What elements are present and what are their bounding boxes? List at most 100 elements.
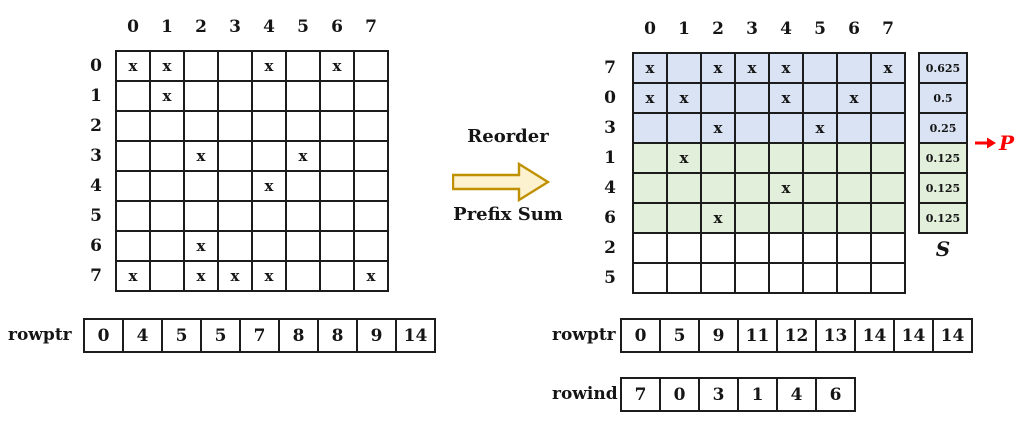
right-matrix-cell	[736, 114, 768, 142]
left-matrix-cell	[219, 52, 251, 80]
reorder-label: Reorder	[467, 126, 549, 147]
right-matrix-cell	[702, 234, 734, 262]
right-matrix-cell	[872, 144, 904, 172]
left-matrix-cell	[355, 232, 387, 260]
left-row-label: 5	[90, 206, 102, 226]
right-matrix-cell	[804, 204, 836, 232]
s-value-cell: 0.625	[920, 54, 966, 82]
right-matrix-cell	[872, 234, 904, 262]
left-rowptr-cell: 4	[124, 320, 161, 351]
left-matrix-cell	[253, 82, 285, 110]
p-pointer-arrow-icon	[975, 137, 996, 149]
right-row-label: 7	[604, 58, 616, 78]
left-matrix-cell	[151, 142, 183, 170]
left-matrix-cell	[151, 172, 183, 200]
left-matrix-cell	[117, 232, 149, 260]
left-matrix-cell: x	[355, 262, 387, 290]
right-row-label: 6	[604, 208, 616, 228]
left-matrix-cell: x	[219, 262, 251, 290]
right-matrix-cell: x	[702, 114, 734, 142]
left-matrix-cell: x	[185, 262, 217, 290]
right-row-label: 2	[604, 238, 616, 258]
left-rowptr-label: rowptr	[8, 325, 72, 345]
left-matrix-cell: x	[151, 82, 183, 110]
p-pointer-label: P	[999, 131, 1015, 155]
left-matrix-cell	[185, 172, 217, 200]
left-row-label: 6	[90, 236, 102, 256]
left-matrix-cell	[287, 112, 319, 140]
left-rowptr-cell: 8	[319, 320, 356, 351]
left-matrix-cell	[253, 232, 285, 260]
left-matrix-cell: x	[117, 52, 149, 80]
reorder-arrow-icon	[452, 162, 550, 202]
right-matrix-cell	[668, 174, 700, 202]
right-row-label: 0	[604, 88, 616, 108]
right-col-header: 7	[882, 19, 894, 39]
left-matrix-cell	[287, 232, 319, 260]
left-matrix-cell: x	[117, 262, 149, 290]
s-value-cell: 0.5	[920, 84, 966, 112]
left-matrix-cell	[151, 232, 183, 260]
left-row-label: 7	[90, 266, 102, 286]
right-matrix-cell	[736, 84, 768, 112]
left-matrix-cell	[185, 82, 217, 110]
right-matrix-cell	[872, 84, 904, 112]
right-matrix-cell: x	[872, 54, 904, 82]
left-rowptr-cell: 14	[397, 320, 434, 351]
prefix-sum-label: Prefix Sum	[453, 204, 563, 225]
left-matrix-cell: x	[287, 142, 319, 170]
left-matrix-cell: x	[151, 52, 183, 80]
left-matrix-cell	[355, 112, 387, 140]
left-matrix-cell	[321, 172, 353, 200]
right-matrix-cell	[804, 144, 836, 172]
right-rowptr-cell: 0	[622, 320, 659, 351]
right-matrix-cell	[736, 264, 768, 292]
right-matrix-cell: x	[770, 84, 802, 112]
right-matrix-cell	[838, 114, 870, 142]
left-col-header: 4	[263, 17, 275, 37]
right-matrix-cell	[872, 204, 904, 232]
left-col-header: 3	[229, 17, 241, 37]
left-matrix-cell	[355, 52, 387, 80]
right-matrix-cell	[634, 234, 666, 262]
left-rowptr-cell: 5	[202, 320, 239, 351]
rowind-cell: 4	[778, 379, 815, 410]
right-matrix-cell	[770, 264, 802, 292]
right-col-header: 0	[644, 19, 656, 39]
right-matrix-cell	[634, 264, 666, 292]
right-rowptr-cell: 5	[661, 320, 698, 351]
right-matrix-cell	[838, 204, 870, 232]
left-row-label: 3	[90, 146, 102, 166]
left-matrix-cell	[117, 142, 149, 170]
rowind-cell: 3	[700, 379, 737, 410]
left-col-header: 5	[297, 17, 309, 37]
right-rowptr-cell: 14	[934, 320, 971, 351]
right-matrix-cell	[634, 144, 666, 172]
left-row-label: 4	[90, 176, 102, 196]
right-matrix-cell	[838, 174, 870, 202]
right-matrix-cell	[702, 264, 734, 292]
rowind-cell: 1	[739, 379, 776, 410]
left-matrix-cell	[117, 202, 149, 230]
left-matrix-cell: x	[253, 52, 285, 80]
right-col-header: 2	[712, 19, 724, 39]
right-matrix-cell	[872, 174, 904, 202]
left-matrix-cell	[151, 112, 183, 140]
left-matrix-cell	[151, 262, 183, 290]
left-matrix-cell	[287, 202, 319, 230]
left-col-header: 6	[331, 17, 343, 37]
right-rowptr-cell: 9	[700, 320, 737, 351]
right-matrix-cell	[668, 264, 700, 292]
left-matrix-cell	[321, 142, 353, 170]
left-matrix-cell	[355, 142, 387, 170]
right-matrix-cell	[872, 264, 904, 292]
left-matrix-cell	[117, 112, 149, 140]
right-matrix-cell	[736, 174, 768, 202]
right-matrix-cell	[804, 234, 836, 262]
